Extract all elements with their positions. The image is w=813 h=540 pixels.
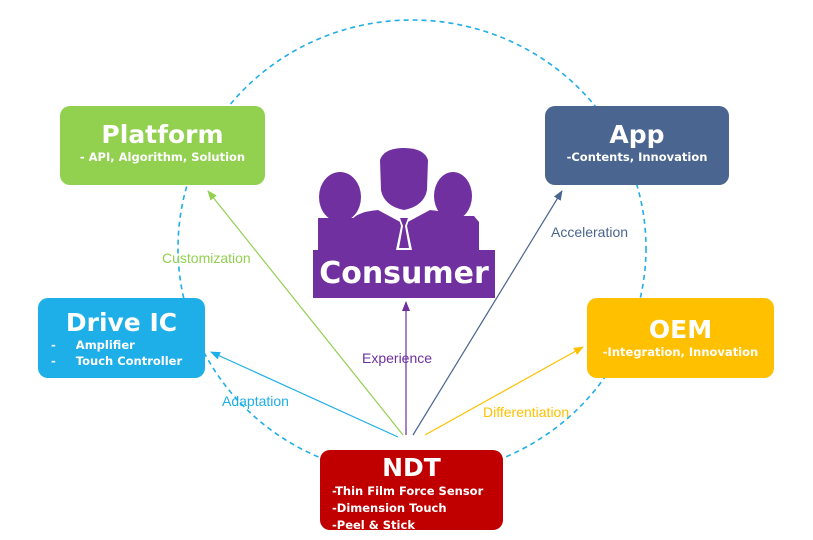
arrow-differentiation [424,346,584,436]
app-detail: -Contents, Innovation [566,150,708,164]
edge-label-adaptation: Adaptation [222,393,289,409]
people-group-icon [318,148,479,250]
drive-ic-detail-1: - Amplifier [51,338,135,352]
platform-node: Platform - API, Algorithm, Solution [60,106,265,185]
edge-label-experience: Experience [362,350,433,366]
oem-node: OEM -Integration, Innovation [587,298,774,378]
app-title: App [609,120,665,149]
ndt-detail-3: -Peel & Stick [332,518,415,532]
arrow-acceleration [412,190,563,436]
drive-ic-title: Drive IC [65,308,178,337]
arrow-customization [207,190,404,436]
oem-title: OEM [648,315,713,344]
arrow-adaptation [210,351,399,438]
drive-ic-node: Drive IC - Amplifier - Touch Controller [38,298,205,378]
ndt-node: NDT -Thin Film Force Sensor -Dimension T… [320,450,503,532]
app-node: App -Contents, Innovation [545,106,729,185]
edge-label-differentiation: Differentiation [483,404,570,420]
edge-label-customization: Customization [162,250,251,266]
platform-detail: - API, Algorithm, Solution [79,150,246,164]
oem-detail: -Integration, Innovation [602,345,759,359]
ndt-detail-1: -Thin Film Force Sensor [332,484,484,498]
consumer-label: Consumer [313,250,495,298]
edge-label-acceleration: Acceleration [551,224,629,240]
ndt-title: NDT [382,453,441,482]
platform-title: Platform [101,120,224,149]
drive-ic-detail-2: - Touch Controller [51,354,183,368]
ndt-detail-2: -Dimension Touch [332,501,447,515]
